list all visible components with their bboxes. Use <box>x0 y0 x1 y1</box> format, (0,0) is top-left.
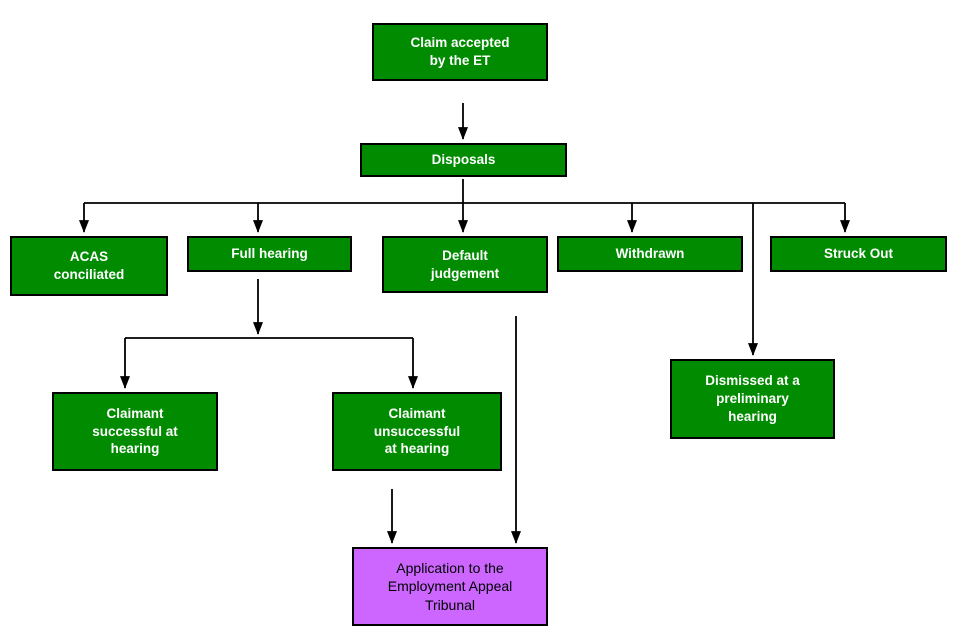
node-disposals: Disposals <box>360 143 567 177</box>
node-claimant-successful: Claimant successful at hearing <box>52 392 218 471</box>
node-dismissed-preliminary: Dismissed at a preliminary hearing <box>670 359 835 439</box>
node-default-judgement: Default judgement <box>382 236 548 293</box>
node-struck-out: Struck Out <box>770 236 947 272</box>
node-appeal-tribunal: Application to the Employment Appeal Tri… <box>352 547 548 626</box>
node-acas-conciliated: ACAS conciliated <box>10 236 168 296</box>
node-claim-accepted: Claim accepted by the ET <box>372 23 548 81</box>
node-withdrawn: Withdrawn <box>557 236 743 272</box>
node-claimant-unsuccessful: Claimant unsuccessful at hearing <box>332 392 502 471</box>
node-full-hearing: Full hearing <box>187 236 352 272</box>
